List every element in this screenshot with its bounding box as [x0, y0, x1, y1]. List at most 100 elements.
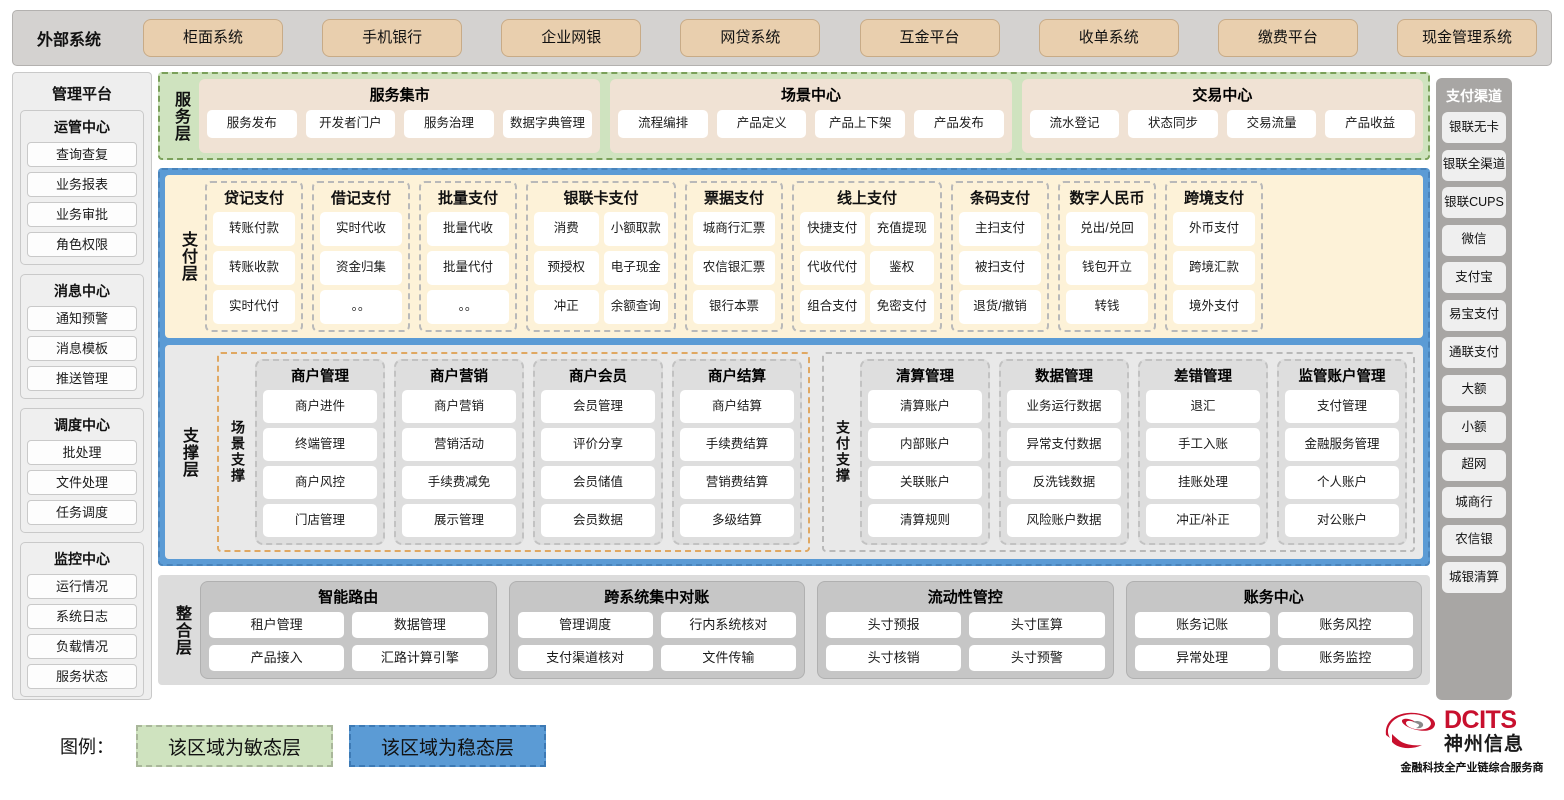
payment-item[interactable]: 转账收款 [213, 251, 295, 285]
integration-item[interactable]: 头寸预警 [969, 645, 1105, 671]
payment-item[interactable]: 。。 [320, 290, 402, 324]
payment-item[interactable]: 退货/撤销 [959, 290, 1041, 324]
sidebar-item[interactable]: 批处理 [27, 440, 137, 465]
support-item[interactable]: 商户风控 [263, 466, 377, 499]
service-item[interactable]: 数据字典管理 [502, 110, 593, 138]
payment-item[interactable]: 外币支付 [1173, 212, 1255, 246]
sidebar-item[interactable]: 消息模板 [27, 336, 137, 361]
payment-item[interactable]: 转账付款 [213, 212, 295, 246]
integration-item[interactable]: 头寸核销 [826, 645, 962, 671]
support-item[interactable]: 门店管理 [263, 504, 377, 537]
sidebar-item[interactable]: 角色权限 [27, 232, 137, 257]
payment-item[interactable]: 钱包开立 [1066, 251, 1148, 285]
sidebar-item[interactable]: 推送管理 [27, 366, 137, 391]
payment-item[interactable]: 被扫支付 [959, 251, 1041, 285]
service-item[interactable]: 产品定义 [716, 110, 807, 138]
payment-item[interactable]: 小额取款 [603, 212, 668, 246]
support-item[interactable]: 冲正/补正 [1146, 504, 1260, 537]
payment-item[interactable]: 资金归集 [320, 251, 402, 285]
support-item[interactable]: 退汇 [1146, 390, 1260, 423]
payment-channel-item[interactable]: 银联CUPS [1442, 187, 1506, 218]
sidebar-item[interactable]: 负载情况 [27, 634, 137, 659]
external-system-item[interactable]: 互金平台 [859, 19, 1000, 57]
support-item[interactable]: 内部账户 [868, 428, 982, 461]
support-item[interactable]: 商户进件 [263, 390, 377, 423]
external-system-item[interactable]: 收单系统 [1038, 19, 1179, 57]
payment-item[interactable]: 。。 [427, 290, 509, 324]
service-item[interactable]: 产品上下架 [815, 110, 906, 138]
support-item[interactable]: 业务运行数据 [1007, 390, 1121, 423]
external-system-item[interactable]: 网贷系统 [680, 19, 821, 57]
payment-channel-item[interactable]: 农信银 [1442, 524, 1506, 556]
external-system-item[interactable]: 现金管理系统 [1396, 19, 1537, 57]
payment-channel-item[interactable]: 易宝支付 [1442, 299, 1506, 331]
payment-item[interactable]: 银行本票 [693, 290, 775, 324]
support-item[interactable]: 终端管理 [263, 428, 377, 461]
sidebar-item[interactable]: 系统日志 [27, 604, 137, 629]
payment-item[interactable]: 鉴权 [869, 251, 934, 285]
integration-item[interactable]: 汇路计算引擎 [352, 645, 488, 671]
payment-item[interactable]: 组合支付 [800, 290, 865, 324]
support-item[interactable]: 手工入账 [1146, 428, 1260, 461]
external-system-item[interactable]: 缴费平台 [1217, 19, 1358, 57]
support-item[interactable]: 风险账户数据 [1007, 504, 1121, 537]
integration-item[interactable]: 账务监控 [1277, 645, 1413, 671]
external-system-item[interactable]: 企业网银 [501, 19, 642, 57]
integration-item[interactable]: 异常处理 [1134, 645, 1270, 671]
payment-item[interactable]: 充值提现 [869, 212, 934, 246]
payment-channel-item[interactable]: 通联支付 [1442, 337, 1506, 368]
sidebar-item[interactable]: 业务报表 [27, 172, 137, 197]
integration-item[interactable]: 管理调度 [517, 612, 653, 638]
payment-item[interactable]: 实时代收 [320, 212, 402, 246]
payment-channel-item[interactable]: 小额 [1442, 412, 1506, 443]
payment-channel-item[interactable]: 城商行 [1442, 487, 1506, 518]
sidebar-item[interactable]: 查询查复 [27, 142, 137, 167]
service-item[interactable]: 流程编排 [618, 110, 708, 138]
integration-item[interactable]: 头寸匡算 [969, 612, 1105, 638]
support-item[interactable]: 挂账处理 [1146, 466, 1260, 499]
payment-item[interactable]: 批量代收 [427, 212, 509, 246]
support-item[interactable]: 关联账户 [868, 466, 982, 499]
integration-item[interactable]: 文件传输 [660, 645, 796, 671]
support-item[interactable]: 营销费结算 [680, 466, 794, 499]
sidebar-item[interactable]: 服务状态 [27, 664, 137, 689]
support-item[interactable]: 商户营销 [402, 390, 516, 423]
integration-item[interactable]: 租户管理 [209, 612, 345, 638]
payment-item[interactable]: 冲正 [534, 290, 599, 324]
service-item[interactable]: 开发者门户 [305, 110, 396, 138]
support-item[interactable]: 清算账户 [868, 390, 982, 423]
support-item[interactable]: 评价分享 [541, 428, 655, 461]
payment-item[interactable]: 消费 [534, 212, 599, 246]
payment-channel-item[interactable]: 银联全渠道 [1442, 149, 1506, 181]
payment-channel-item[interactable]: 支付宝 [1442, 262, 1506, 293]
payment-item[interactable]: 实时代付 [213, 290, 295, 324]
payment-item[interactable]: 快捷支付 [800, 212, 865, 246]
service-item[interactable]: 产品发布 [914, 110, 1004, 138]
payment-item[interactable]: 预授权 [534, 251, 599, 285]
payment-item[interactable]: 余额查询 [603, 290, 668, 324]
support-item[interactable]: 金融服务管理 [1285, 428, 1399, 461]
support-item[interactable]: 展示管理 [402, 504, 516, 537]
payment-channel-item[interactable]: 银联无卡 [1442, 112, 1506, 143]
support-item[interactable]: 多级结算 [680, 504, 794, 537]
payment-item[interactable]: 转钱 [1066, 290, 1148, 324]
support-item[interactable]: 会员管理 [541, 390, 655, 423]
integration-item[interactable]: 账务风控 [1277, 612, 1413, 638]
service-item[interactable]: 交易流量 [1226, 110, 1317, 138]
support-item[interactable]: 支付管理 [1285, 390, 1399, 423]
integration-item[interactable]: 产品接入 [209, 645, 345, 671]
payment-channel-item[interactable]: 超网 [1442, 449, 1506, 481]
payment-item[interactable]: 代收代付 [800, 251, 865, 285]
service-item[interactable]: 流水登记 [1029, 110, 1120, 138]
service-item[interactable]: 产品收益 [1325, 110, 1415, 138]
payment-item[interactable]: 兑出/兑回 [1066, 212, 1148, 246]
payment-channel-item[interactable]: 城银清算 [1442, 562, 1506, 593]
integration-item[interactable]: 数据管理 [352, 612, 488, 638]
support-item[interactable]: 反洗钱数据 [1007, 466, 1121, 499]
payment-item[interactable]: 批量代付 [427, 251, 509, 285]
payment-channel-item[interactable]: 微信 [1442, 224, 1506, 256]
integration-item[interactable]: 账务记账 [1134, 612, 1270, 638]
payment-item[interactable]: 跨境汇款 [1173, 251, 1255, 285]
sidebar-item[interactable]: 通知预警 [27, 306, 137, 331]
integration-item[interactable]: 头寸预报 [826, 612, 962, 638]
